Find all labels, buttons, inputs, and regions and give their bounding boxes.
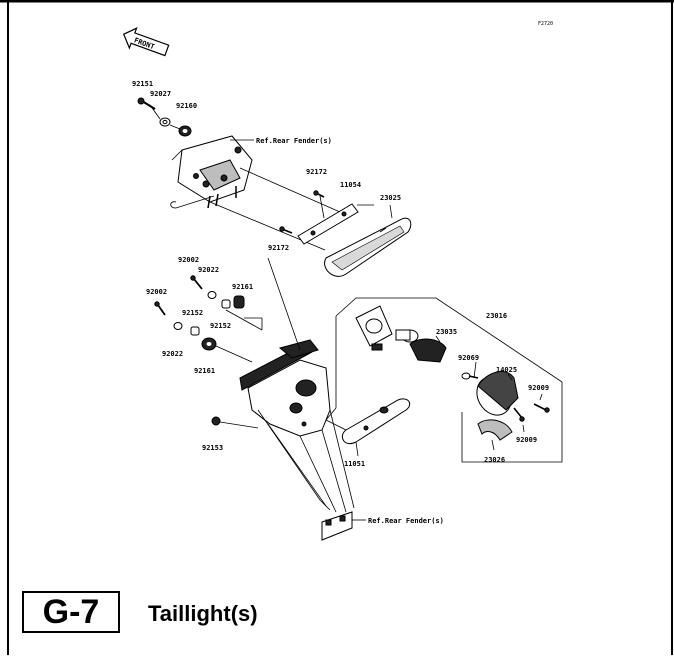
ref-rear-fender-upper: Ref.Rear Fender(s) [256, 137, 332, 145]
label-92172-bottom: 92172 [268, 244, 289, 252]
assembly-box-23016 [335, 297, 563, 463]
screw-92172-bottom-icon [279, 226, 293, 234]
collar-92152-left-icon [190, 326, 200, 336]
label-23025: 23025 [380, 194, 401, 202]
grommet-92161-top-icon [233, 295, 245, 309]
screw-92172-top-icon [313, 190, 325, 198]
label-92152-right: 92152 [210, 322, 231, 330]
label-11054: 11054 [340, 181, 361, 189]
label-92151: 92151 [132, 80, 153, 88]
label-92027: 92027 [150, 90, 171, 98]
taillight-lens-23025 [324, 217, 412, 277]
washer-92022-left-icon [173, 322, 183, 330]
bolt-92151-icon [137, 97, 156, 110]
license-bracket-11051 [341, 398, 411, 444]
plate-11054 [297, 203, 359, 245]
page-title: Taillight(s) [148, 601, 258, 626]
label-92002-top: 92002 [178, 256, 199, 264]
label-92160: 92160 [176, 102, 197, 110]
label-92002-left: 92002 [146, 288, 167, 296]
label-92022-top: 92022 [198, 266, 219, 274]
page-number: G-7 [42, 592, 100, 631]
rear-fender-tab [321, 511, 353, 541]
ref-rear-fender-lower: Ref.Rear Fender(s) [368, 517, 444, 525]
washer-92027-icon [159, 117, 171, 127]
label-23016: 23016 [486, 312, 507, 320]
label-92161-left: 92161 [194, 367, 215, 375]
grommet-92161-left-icon [201, 337, 217, 351]
socket-23035 [355, 305, 447, 363]
screw-92002-top-icon [190, 275, 203, 290]
label-92172-top: 92172 [306, 168, 327, 176]
screw-92069-icon [461, 372, 479, 380]
label-92161-top: 92161 [232, 283, 253, 291]
screw-92002-left-icon [154, 301, 166, 316]
label-92153: 92153 [202, 444, 223, 452]
label-23035: 23035 [436, 328, 457, 336]
grommet-92160-icon [178, 125, 192, 137]
upper-bracket [170, 135, 253, 209]
label-92022-left: 92022 [162, 350, 183, 358]
collar-92152-top-icon [221, 299, 231, 309]
page-number-box: G-7 [22, 591, 120, 633]
figure-code: F2720 [538, 21, 553, 27]
screw-92009-bottom-icon [513, 407, 525, 422]
label-11051: 11051 [344, 460, 365, 468]
label-92069: 92069 [458, 354, 479, 362]
screw-92009-top-icon [533, 403, 550, 413]
label-23026: 23026 [484, 456, 505, 464]
label-92009-bottom: 92009 [516, 436, 537, 444]
washer-92022-top-icon [207, 291, 217, 299]
label-14025: 14025 [496, 366, 517, 374]
collar-23026 [477, 419, 513, 441]
rear-fender-bracket [239, 339, 355, 513]
screw-92153-icon [211, 416, 259, 429]
front-arrow-icon: FRONT [122, 27, 170, 57]
cover-14025 [476, 371, 519, 416]
label-92152-left: 92152 [182, 309, 203, 317]
label-92009-top: 92009 [528, 384, 549, 392]
